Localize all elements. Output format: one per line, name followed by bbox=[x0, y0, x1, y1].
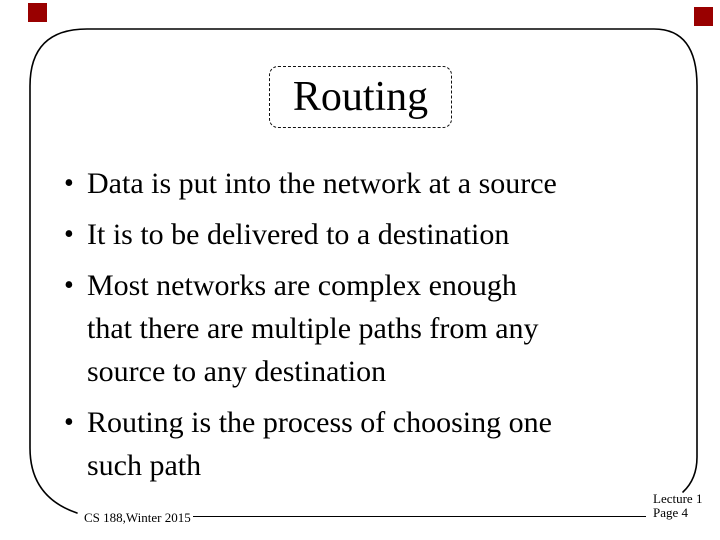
bullet-text: It is to be delivered to a destination bbox=[87, 213, 686, 256]
bullet-text: Routing is the process of choosing one s… bbox=[87, 401, 686, 487]
slide-body: • Data is put into the network at a sour… bbox=[64, 162, 686, 495]
bullet-line: that there are multiple paths from any bbox=[87, 312, 539, 345]
footer-lecture-label: Lecture 1 bbox=[653, 491, 703, 506]
footer-page-label: Page 4 bbox=[653, 505, 689, 520]
bullet-item: • It is to be delivered to a destination bbox=[64, 213, 686, 256]
bullet-text: Data is put into the network at a source bbox=[87, 162, 686, 205]
bullet-item: • Routing is the process of choosing one… bbox=[64, 401, 686, 487]
bullet-dot-icon: • bbox=[64, 407, 74, 438]
bullet-line: such path bbox=[87, 449, 202, 482]
bullet-item: • Data is put into the network at a sour… bbox=[64, 162, 686, 205]
slide-title-box: Routing bbox=[269, 66, 452, 128]
bullet-dot-icon: • bbox=[64, 168, 74, 199]
bullet-dot-icon: • bbox=[64, 270, 74, 301]
footer-divider-line bbox=[193, 516, 646, 517]
slide-title: Routing bbox=[292, 74, 429, 120]
footer-course-label: CS 188,Winter 2015 bbox=[84, 510, 191, 525]
bullet-line: Routing is the process of choosing one bbox=[87, 406, 552, 439]
red-square-marker-top-right-icon bbox=[694, 7, 713, 26]
red-square-marker-top-left-icon bbox=[28, 3, 47, 22]
bullet-line: Data is put into the network at a source bbox=[87, 167, 557, 200]
bullet-line: Most networks are complex enough bbox=[87, 269, 517, 302]
bullet-line: It is to be delivered to a destination bbox=[87, 218, 510, 251]
bullet-dot-icon: • bbox=[64, 219, 74, 250]
bullet-text: Most networks are complex enough that th… bbox=[87, 264, 686, 393]
bullet-line: source to any destination bbox=[87, 355, 387, 388]
bullet-item: • Most networks are complex enough that … bbox=[64, 264, 686, 393]
footer-lecture-page: Lecture 1 Page 4 bbox=[653, 492, 702, 520]
